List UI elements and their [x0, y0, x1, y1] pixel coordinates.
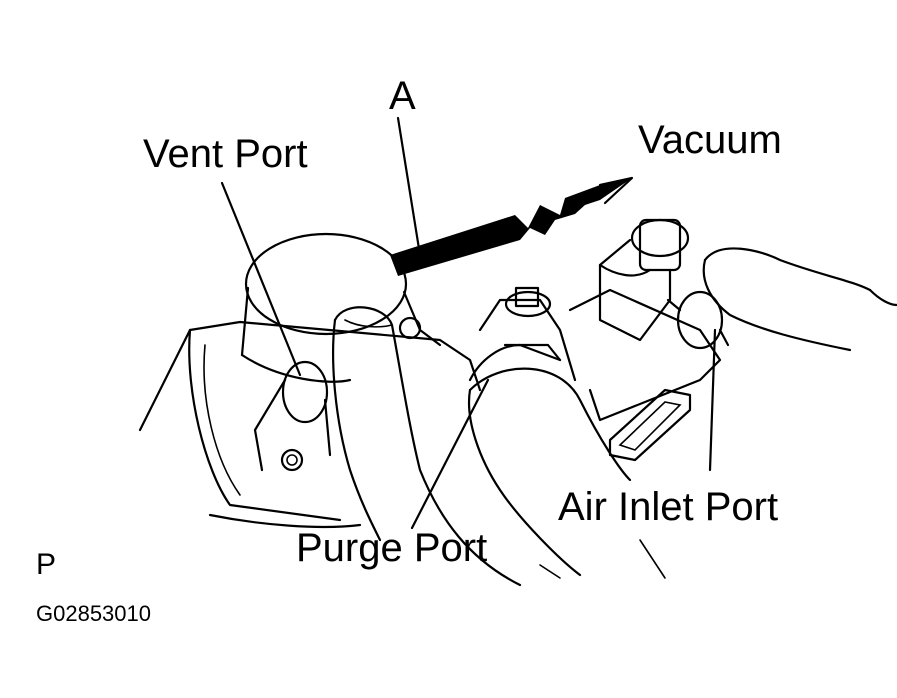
vsv-body: [568, 288, 722, 422]
finger-on-vent-port: [333, 306, 522, 587]
vent-port-nipple: [281, 360, 329, 424]
label-vacuum: Vacuum: [638, 118, 782, 162]
leader-vent-port: [220, 181, 302, 377]
mount-bolt-bottom: [280, 448, 304, 472]
finger-on-air-inlet-port: [703, 247, 872, 292]
air-inlet-port-nipple: [676, 290, 724, 350]
view-letter: P: [36, 548, 57, 581]
figure-code: G02853010: [36, 601, 151, 626]
mount-bolt-top: [398, 316, 422, 340]
leader-purge-port: [410, 378, 490, 530]
leader-a: [396, 116, 422, 257]
label-purge-port: Purge Port: [296, 526, 488, 570]
valve-top-cylinder: [244, 232, 408, 336]
label-vent-port: Vent Port: [143, 132, 308, 176]
label-air-inlet-port: Air Inlet Port: [558, 485, 779, 529]
purge-port-block: [478, 298, 577, 382]
label-a: A: [389, 74, 416, 118]
vacuum-hose: [390, 178, 632, 276]
finger-on-purge-port: [468, 367, 632, 482]
leader-air-inlet-port: [708, 328, 717, 472]
connector-socket: [608, 388, 692, 462]
base-plate: [138, 320, 482, 432]
